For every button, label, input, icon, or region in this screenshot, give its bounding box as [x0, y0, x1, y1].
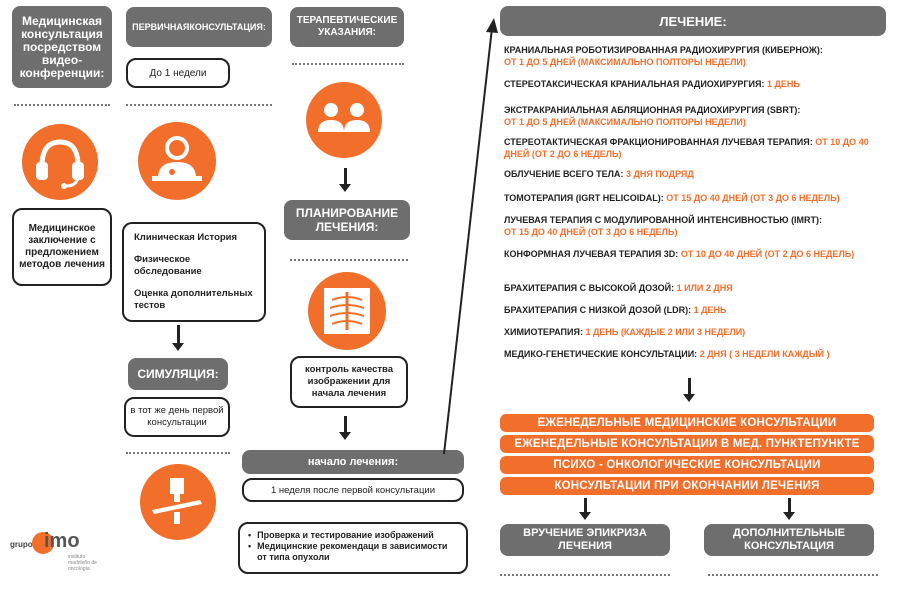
divider — [126, 452, 230, 454]
arrow-down — [783, 498, 795, 520]
arrow-down — [339, 416, 351, 440]
additional-consultations-box: ДОПОЛНИТЕЛЬНЫЕ КОНСУЛЬТАЦИЯ — [704, 524, 874, 556]
list-item: Клиническая История — [134, 232, 238, 243]
list-item: Оценка дополнительных тестов — [134, 288, 253, 311]
treatment-item: КРАНИАЛЬНАЯ РОБОТИЗИРОВАННАЯ РАДИОХИРУРГ… — [504, 45, 823, 67]
end-consultations-bar: КОНСУЛЬТАЦИИ ПРИ ОКОНЧАНИИ ЛЕЧЕНИЯ — [500, 477, 874, 495]
flow-arrow — [443, 18, 498, 455]
treatment-item: СТЕРЕОТАКТИЧЕСКАЯ ФРАКЦИОНИРОВАННАЯ ЛУЧЕ… — [504, 137, 869, 159]
logo-imo: imo — [44, 530, 80, 552]
treatment-item: БРАХИТЕРАПИЯ С ВЫСОКОЙ ДОЗОЙ: 1 ИЛИ 2 ДН… — [504, 283, 733, 293]
therapeutic-title: ТЕРАПЕВТИЧЕСКИЕ УКАЗАНИЯ: — [290, 7, 404, 47]
treatment-title: ЛЕЧЕНИЕ: — [500, 6, 886, 36]
treatment-item: ХИМИОТЕРАПИЯ: 1 ДЕНЬ (КАЖДЫЕ 2 ИЛИ 3 НЕД… — [504, 327, 746, 337]
treatment-start-title: начало лечения: — [242, 450, 464, 474]
team-icon — [306, 82, 382, 158]
primary-time-box: До 1 недели — [126, 58, 230, 88]
quality-control-box: контроль качества изображении для начала… — [290, 356, 408, 408]
weekly-point-consultations-bar: ЕЖЕНЕДЕЛЬНЫЕ КОНСУЛЬТАЦИИ В МЕД. ПУНКТЕП… — [500, 435, 874, 453]
recommendations-box: •Проверка и тестирование изображений •Ме… — [238, 522, 468, 574]
weekly-consultations-bar: ЕЖЕНЕДЕЛЬНЫЕ МЕДИЦИНСКИЕ КОНСУЛЬТАЦИИ — [500, 414, 874, 432]
primary-consultation-title: ПЕРВИЧНАЯКОНСУЛЬТАЦИЯ: — [126, 7, 272, 47]
treatment-item: КОНФОРМНАЯ ЛУЧЕВАЯ ТЕРАПИЯ 3D: ОТ 10 ДО … — [504, 249, 855, 259]
divider — [126, 104, 272, 106]
epicrisis-box: ВРУЧЕНИЕ ЭПИКРИЗА ЛЕЧЕНИЯ — [500, 524, 670, 556]
treatment-item: ТОМОТЕРАПИЯ (IGRT HELICOIDAL): ОТ 15 ДО … — [504, 193, 840, 203]
arrow-down — [683, 378, 695, 402]
xray-icon — [308, 272, 386, 350]
treatment-item: ЭКСТРАКРАНИАЛЬНАЯ АБЛЯЦИОННАЯ РАДИОХИРУР… — [504, 105, 801, 127]
treatment-list: КРАНИАЛЬНАЯ РОБОТИЗИРОВАННАЯ РАДИОХИРУРГ… — [504, 44, 884, 370]
arrow-down — [172, 325, 184, 351]
headset-icon — [22, 124, 98, 200]
simulation-title: СИМУЛЯЦИЯ: — [128, 358, 228, 390]
treatment-item: СТЕРЕОТАКСИЧЕСКАЯ КРАНИАЛЬНАЯ РАДИОХИРУР… — [504, 79, 800, 89]
logo-sub: instituto madrileño de oncología — [68, 554, 97, 572]
psycho-oncology-bar: ПСИХО - ОНКОЛОГИЧЕСКИЕ КОНСУЛЬТАЦИИ — [500, 456, 874, 474]
divider — [708, 574, 878, 576]
logo-grupo: grupo — [10, 540, 33, 549]
simulation-time-box: в тот же день первой консультации — [124, 397, 230, 437]
doctor-icon — [138, 122, 216, 200]
medical-conclusion-box: Медицинское заключение с предложением ме… — [12, 208, 112, 286]
bullet-item: •Проверка и тестирование изображений — [248, 530, 434, 540]
arrow-down — [339, 168, 351, 192]
bullet-item: •Медицинские рекомендаци в зависимости о… — [248, 541, 448, 562]
videoconference-title: Медицинская консультация посредством вид… — [12, 6, 112, 88]
examination-list: Клиническая История Физическое обследова… — [122, 222, 266, 322]
divider — [500, 574, 670, 576]
planning-title: ПЛАНИРОВАНИЕ ЛЕЧЕНИЯ: — [284, 200, 410, 240]
divider — [290, 259, 408, 261]
logo-circle-icon — [32, 532, 54, 554]
treatment-bed-icon — [140, 464, 216, 540]
list-item: Физическое обследование — [134, 254, 202, 277]
divider — [292, 63, 404, 65]
arrow-down — [579, 498, 591, 520]
treatment-item: ЛУЧЕВАЯ ТЕРАПИЯ С МОДУЛИРОВАННОЙ ИНТЕНСИ… — [504, 215, 823, 237]
treatment-item: ОБЛУЧЕНИЕ ВСЕГО ТЕЛА: 3 ДНЯ ПОДРЯД — [504, 169, 694, 179]
start-time-box: 1 неделя после первой консультации — [242, 478, 464, 502]
divider — [14, 104, 110, 106]
treatment-item: БРАХИТЕРАПИЯ С НИЗКОЙ ДОЗОЙ (LDR): 1 ДЕН… — [504, 305, 727, 315]
logo: grupo imo instituto madrileño de oncolog… — [8, 530, 118, 582]
treatment-item: МЕДИКО-ГЕНЕТИЧЕСКИЕ КОНСУЛЬТАЦИИ: 2 ДНЯ … — [504, 349, 830, 359]
